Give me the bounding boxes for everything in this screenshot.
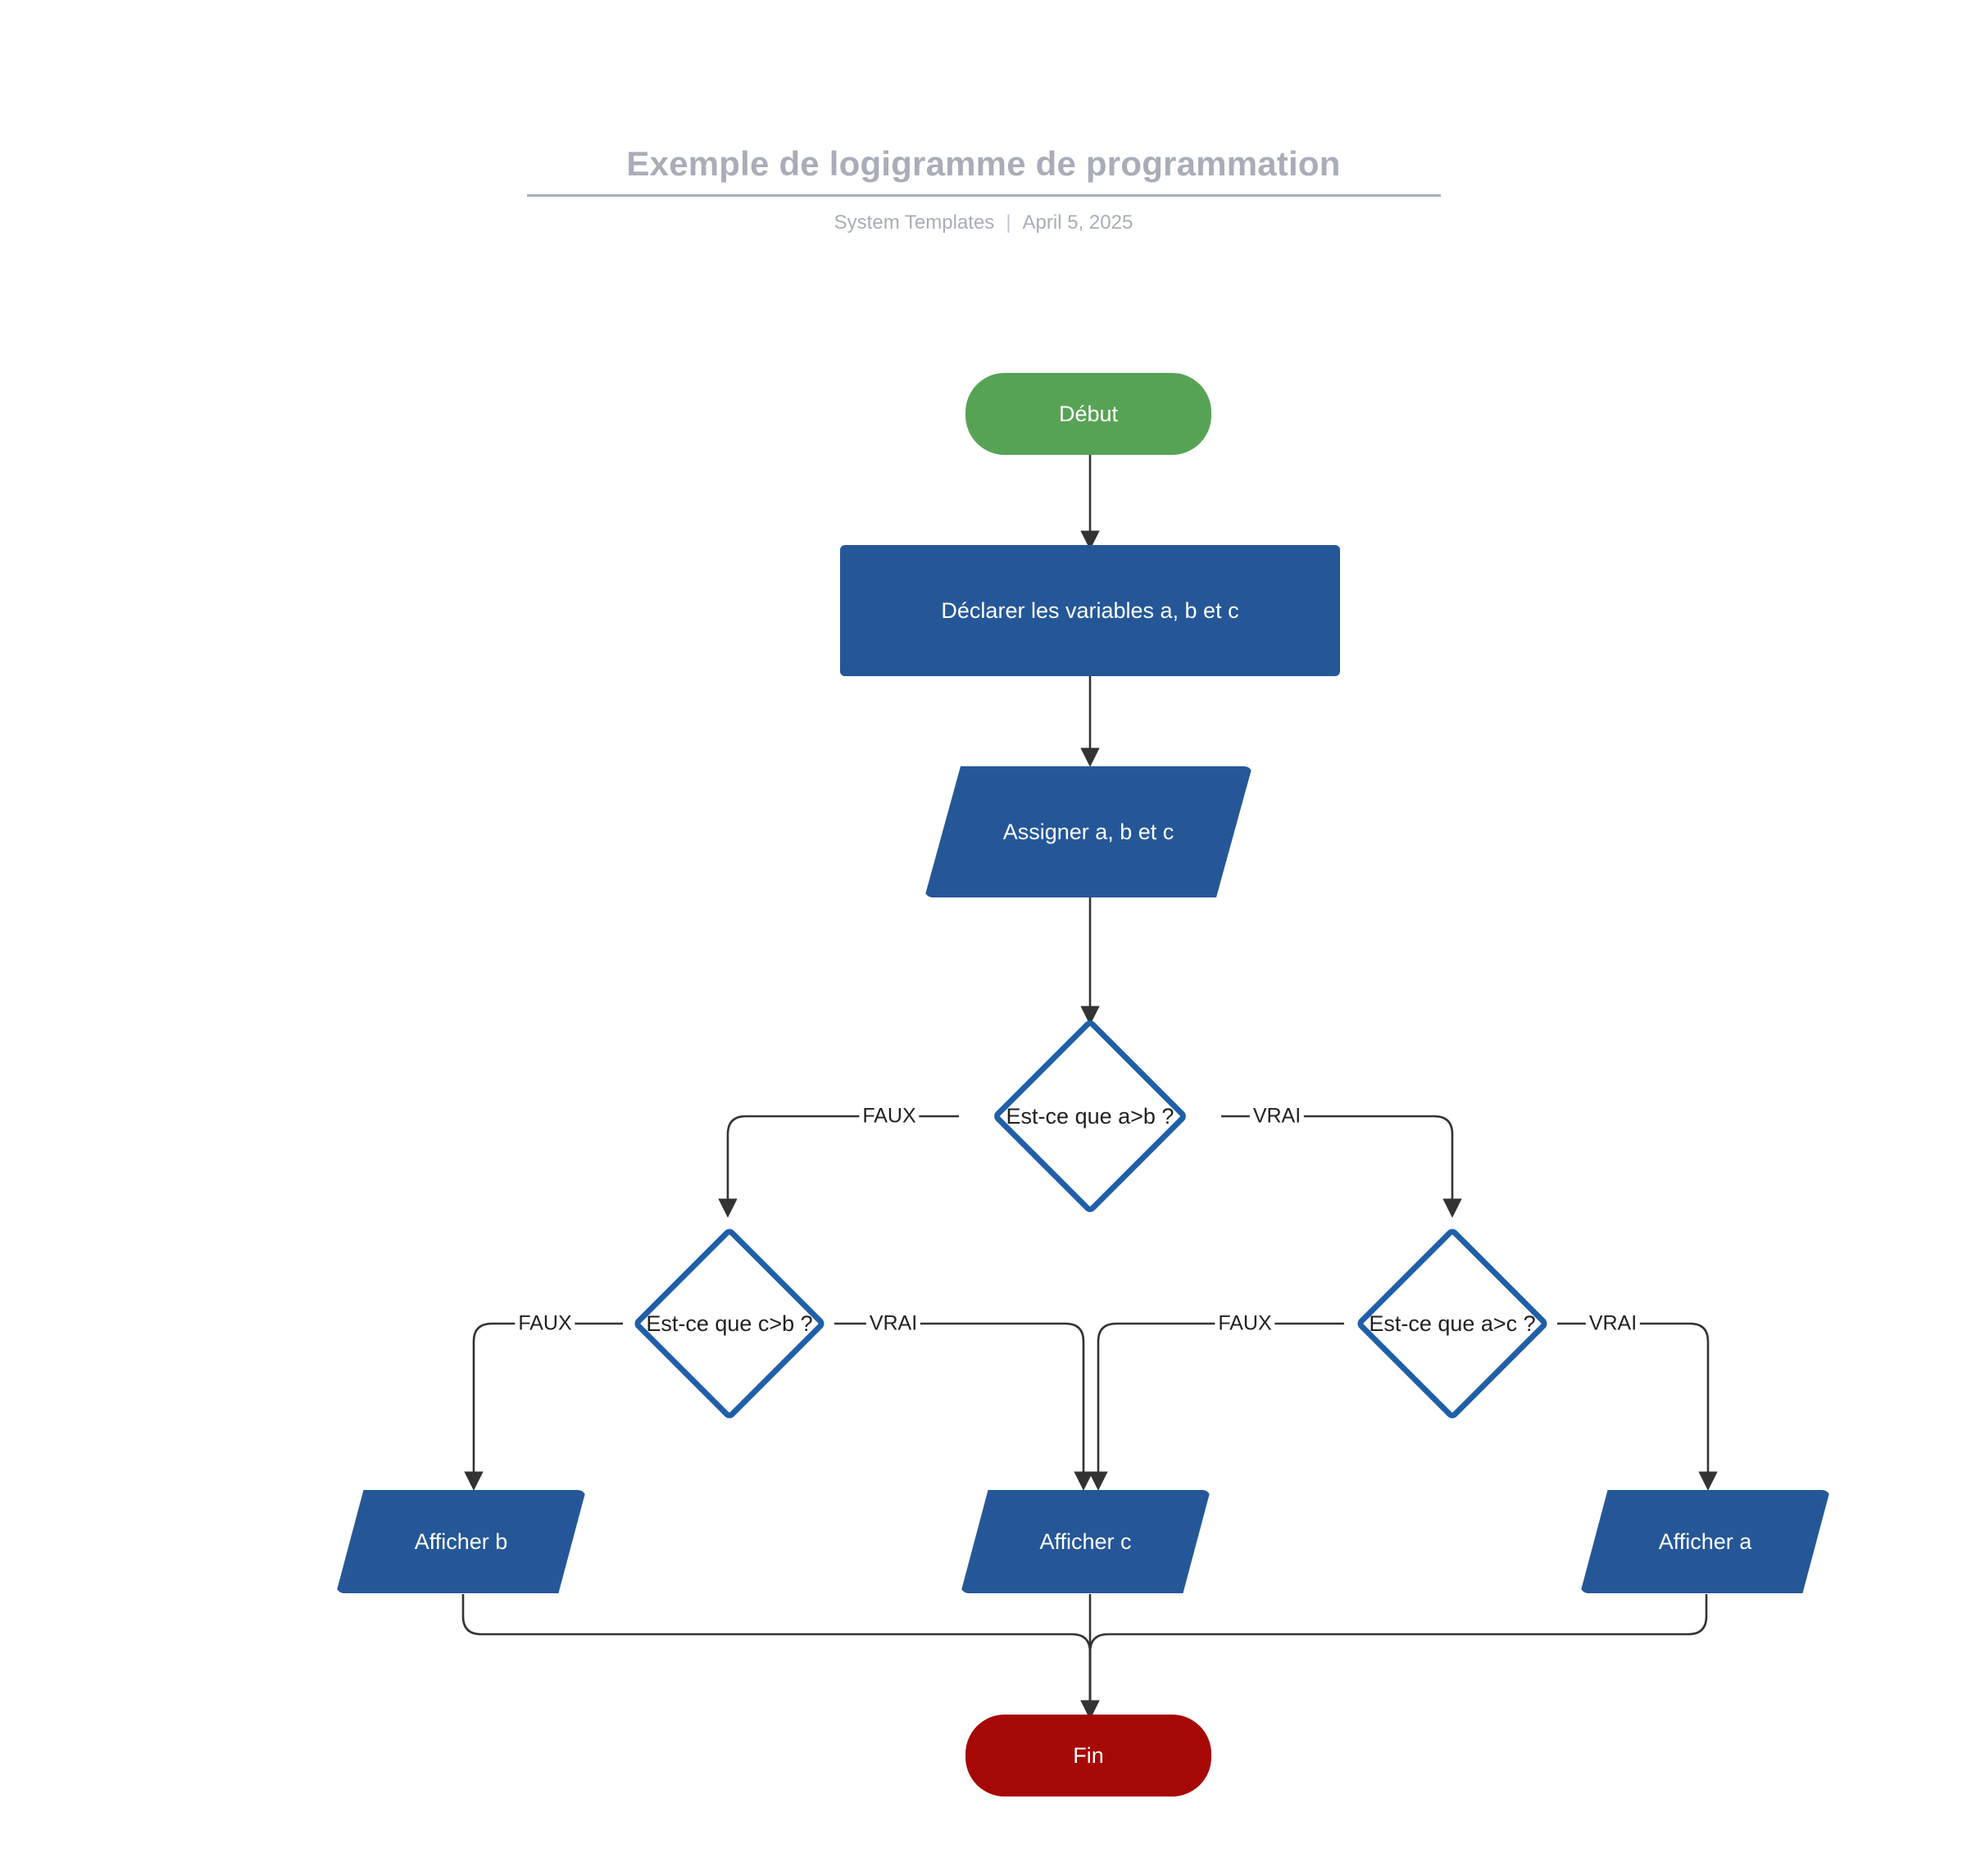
edge-label-d3-false: FAUX: [1215, 1311, 1275, 1336]
edge-label-d1-false: FAUX: [859, 1104, 920, 1129]
node-start-label: Début: [1058, 401, 1119, 426]
node-end[interactable]: Fin: [965, 1715, 1211, 1797]
edge-d1-true-d3: [1221, 1115, 1462, 1218]
edge-label-d2-false: FAUX: [515, 1311, 575, 1336]
document-subtitle: System Templates | April 5, 2025: [0, 211, 1967, 234]
subtitle-separator: |: [1006, 211, 1011, 234]
document-header: Exemple de logigramme de programmation S…: [0, 143, 1967, 234]
node-print-c[interactable]: Afficher c: [961, 1490, 1211, 1593]
node-decision-a-gt-c-label: Est-ce que a>c ?: [1369, 1310, 1536, 1336]
edge-label-d3-true: VRAI: [1585, 1311, 1641, 1336]
node-assign-variables[interactable]: Assigner a, b et c: [924, 766, 1252, 897]
node-print-a[interactable]: Afficher a: [1580, 1490, 1830, 1593]
node-print-a-label: Afficher a: [1658, 1529, 1752, 1554]
subtitle-author: System Templates: [834, 211, 995, 234]
node-decision-a-gt-c[interactable]: Est-ce que a>c ?: [1329, 1225, 1575, 1422]
node-decision-c-gt-b-label: Est-ce que c>b ?: [646, 1310, 813, 1336]
node-decision-c-gt-b[interactable]: Est-ce que c>b ?: [606, 1225, 852, 1422]
edge-d3-false-printc: [1088, 1322, 1344, 1491]
node-print-b[interactable]: Afficher b: [336, 1490, 586, 1593]
node-print-c-label: Afficher c: [1039, 1529, 1132, 1554]
edge-d1-false-d2: [718, 1115, 959, 1218]
node-assign-variables-label: Assigner a, b et c: [1002, 819, 1174, 844]
node-end-label: Fin: [1073, 1742, 1104, 1768]
node-decision-a-gt-b-label: Est-ce que a>b ?: [1006, 1103, 1174, 1129]
title-divider: [526, 194, 1441, 197]
edge-label-d1-true: VRAI: [1249, 1104, 1305, 1129]
subtitle-date: April 5, 2025: [1022, 211, 1133, 234]
edge-d2-false-printb: [464, 1322, 623, 1491]
edge-label-d2-true: VRAI: [865, 1311, 921, 1336]
node-decision-a-gt-b[interactable]: Est-ce que a>b ?: [943, 1017, 1238, 1215]
page-title: Exemple de logigramme de programmation: [626, 144, 1341, 183]
node-print-b-label: Afficher b: [414, 1529, 508, 1554]
node-start[interactable]: Début: [965, 373, 1211, 455]
edge-d2-true-printc: [834, 1322, 1093, 1491]
node-declare-variables[interactable]: Déclarer les variables a, b et c: [840, 545, 1340, 676]
edge-d3-true-printa: [1557, 1322, 1718, 1491]
node-declare-variables-label: Déclarer les variables a, b et c: [941, 597, 1239, 623]
edge-printb-end: [461, 1594, 1100, 1719]
edge-printa-end: [1080, 1594, 1708, 1719]
